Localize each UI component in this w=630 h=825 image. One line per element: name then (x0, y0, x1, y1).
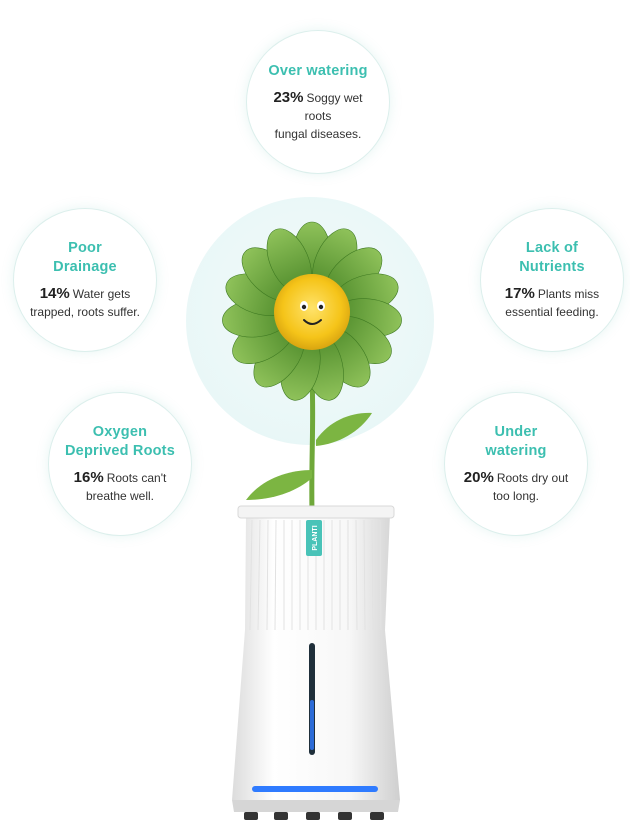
bubble-percent: 14% (39, 285, 70, 302)
bubble-poor-drainage: Poor Drainage 14%Water gets trapped, roo… (13, 208, 157, 352)
brand-tag (306, 520, 322, 556)
flower-center (274, 274, 350, 350)
bubble-oxygen-deprived-roots: Oxygen Deprived Roots 16%Roots can't bre… (48, 392, 192, 536)
bubble-text: Plants miss (537, 287, 600, 301)
base-led-strip (252, 786, 378, 792)
bubble-text: Water gets (72, 287, 131, 301)
brand-label: PLANTI (312, 525, 319, 550)
stem (309, 379, 316, 513)
pot-body (232, 514, 400, 800)
leaf-left (246, 470, 312, 500)
bubble-text: Roots dry out (496, 471, 569, 485)
bubble-under-watering: Under watering 20%Roots dry out too long… (444, 392, 588, 536)
bubble-text: essential feeding. (505, 305, 599, 319)
bubble-lack-of-nutrients: Lack of Nutrients 17%Plants miss essenti… (480, 208, 624, 352)
bubble-text: too long. (492, 489, 540, 503)
bubble-title: Poor Drainage (53, 240, 117, 275)
bubble-percent: 23% (273, 88, 304, 106)
bubble-text: fungal diseases. (274, 126, 362, 141)
bubble-percent: 20% (463, 469, 494, 486)
bubble-title: Lack of Nutrients (519, 240, 585, 275)
pot-rim (237, 505, 395, 519)
pot-feet (244, 812, 384, 820)
bubble-text: breathe well. (85, 489, 155, 503)
bubble-over-watering: Over watering 23%Soggy wet roots fungal … (246, 30, 390, 174)
bubble-percent: 17% (504, 285, 535, 302)
bubble-text: trapped, roots suffer. (30, 305, 140, 319)
bubble-title: Oxygen Deprived Roots (65, 424, 175, 459)
bubble-percent: 16% (73, 469, 104, 486)
bubble-text: Soggy wet roots (304, 90, 363, 123)
bubble-title: Under watering (485, 424, 547, 459)
pot-ribs (249, 519, 382, 631)
flower-petals (222, 221, 402, 401)
bubble-text: Roots can't (106, 471, 167, 485)
leaf-right (316, 412, 372, 446)
bubble-title: Over watering (268, 62, 368, 79)
